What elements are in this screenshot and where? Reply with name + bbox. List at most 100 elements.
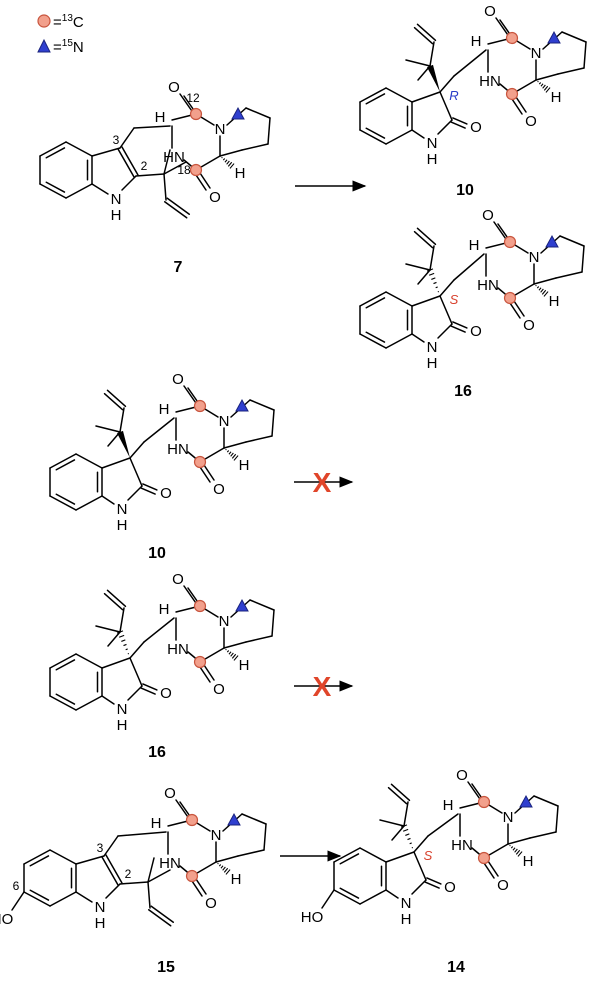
oxygen-label: O bbox=[172, 371, 184, 388]
oxygen-label: O bbox=[160, 685, 172, 702]
vinyl-double-bond bbox=[416, 23, 437, 42]
hydrogen-label: H bbox=[239, 657, 250, 674]
oxygen-label: O bbox=[482, 207, 494, 224]
hashed-h-bond bbox=[225, 648, 239, 661]
lactam-bond bbox=[101, 457, 131, 469]
nh-label: HN bbox=[159, 855, 181, 872]
benzene-bond bbox=[359, 87, 387, 103]
hydrogen-label: H bbox=[117, 517, 128, 534]
red-x-icon: X bbox=[313, 671, 332, 702]
nitrogen-label: N bbox=[117, 501, 128, 518]
position-number: 12 bbox=[186, 91, 200, 105]
lactam-carbonyl-bond bbox=[450, 325, 466, 333]
aromatic-bond bbox=[29, 855, 50, 867]
benzene-bond bbox=[359, 333, 387, 349]
carbon13-ball-icon bbox=[503, 235, 517, 249]
vinyl-bond bbox=[403, 801, 409, 827]
nitrogen-label: N bbox=[503, 809, 514, 826]
nitrogen-label: N bbox=[427, 339, 438, 356]
compound-label-15: 15 bbox=[157, 959, 175, 976]
methylene-bond bbox=[103, 835, 119, 857]
hydrogen-label: H bbox=[469, 237, 480, 254]
vinyl-double-bond bbox=[106, 589, 127, 608]
benzene-bond bbox=[65, 141, 93, 157]
oxygen-label: O bbox=[497, 877, 509, 894]
legend: =13C =15N bbox=[37, 13, 84, 56]
legend-element-c: C bbox=[73, 14, 84, 31]
compound-label-10: 10 bbox=[148, 545, 166, 562]
compound-label-10: 10 bbox=[456, 182, 474, 199]
red-x-icon: X bbox=[313, 467, 332, 498]
hydrogen-label: H bbox=[111, 207, 122, 224]
pyrrole-bond bbox=[105, 883, 121, 899]
vinyl-double-bond bbox=[103, 592, 124, 611]
methyl-bond bbox=[95, 625, 121, 633]
carbon13-ball-icon bbox=[193, 655, 207, 669]
aromatic-bond bbox=[45, 147, 66, 159]
pyrrole-double-bond bbox=[121, 146, 139, 176]
benzene-bond bbox=[359, 291, 387, 307]
pyrrolidine-bond bbox=[241, 143, 269, 151]
benzene-bond bbox=[49, 453, 77, 469]
pyrrolidine-bond bbox=[245, 107, 271, 119]
nh-label: HN bbox=[477, 277, 499, 294]
benzene-bond bbox=[333, 889, 361, 905]
aromatic-bond bbox=[29, 889, 50, 901]
oxygen-label: O bbox=[205, 895, 217, 912]
side-chain-bond bbox=[143, 617, 175, 643]
vinyl-double-bond bbox=[106, 389, 127, 408]
methyl-bond bbox=[405, 59, 431, 67]
nitrogen15-triangle-icon bbox=[547, 30, 561, 44]
oxygen-label: O bbox=[164, 785, 176, 802]
benzene-bond bbox=[359, 847, 387, 863]
carbon13-ball-icon bbox=[477, 851, 491, 865]
pyrrolidine-bond bbox=[215, 855, 239, 863]
lactam-carbonyl-bond bbox=[142, 483, 158, 491]
lactam-bond bbox=[411, 879, 427, 895]
hydrogen-label: H bbox=[159, 601, 170, 618]
benzene-bond bbox=[39, 183, 67, 199]
pyrrole-bond bbox=[91, 147, 121, 157]
pyrrolidine-bond bbox=[559, 235, 585, 247]
vinyl-double-bond bbox=[413, 230, 434, 249]
benzene-bond bbox=[385, 291, 413, 307]
methyl-bond bbox=[107, 631, 121, 647]
hydrogen-label: H bbox=[443, 797, 454, 814]
nitrogen15-triangle-icon bbox=[235, 398, 249, 412]
vinyl-bond bbox=[429, 245, 435, 271]
methylene-bond bbox=[413, 835, 429, 853]
carbon13-ball-icon bbox=[505, 87, 519, 101]
hydrogen-label: H bbox=[549, 293, 560, 310]
vinyl-double-bond bbox=[150, 905, 175, 923]
benzene-bond bbox=[39, 141, 67, 157]
pyrrole-double-bond bbox=[101, 856, 119, 886]
lactam-carbonyl-bond bbox=[450, 121, 466, 129]
pyrrolidine-bond bbox=[245, 635, 273, 643]
nitrogen-label: N bbox=[219, 413, 230, 430]
aromatic-bond bbox=[365, 127, 386, 139]
lactam-carbonyl-bond bbox=[142, 683, 158, 691]
pyrrolidine-bond bbox=[561, 31, 587, 43]
lactam-bond bbox=[127, 485, 143, 501]
pyrrolidine-bond bbox=[223, 641, 247, 649]
carbon13-ball-icon bbox=[193, 399, 207, 413]
position-number: 6 bbox=[13, 879, 20, 893]
pyrrolidine-bond bbox=[507, 837, 531, 845]
nitrogen-label: N bbox=[427, 135, 438, 152]
hydrogen-label: H bbox=[471, 33, 482, 50]
vinyl-bond bbox=[429, 41, 435, 67]
benzene-bond bbox=[23, 891, 51, 907]
oxygen-label: O bbox=[168, 79, 180, 96]
lactam-bond bbox=[101, 657, 131, 669]
nitrogen-label: N bbox=[401, 895, 412, 912]
hashed-h-bond bbox=[537, 80, 551, 93]
pyrrolidine-bond bbox=[267, 117, 271, 145]
blocked-arrow-10: X bbox=[294, 467, 354, 498]
lactam-carbonyl-bond bbox=[424, 881, 440, 889]
hydrogen-label: H bbox=[95, 915, 106, 932]
lactam-bond bbox=[437, 323, 453, 339]
vinyl-double-bond bbox=[413, 26, 434, 45]
compound-label-7: 7 bbox=[174, 259, 183, 276]
